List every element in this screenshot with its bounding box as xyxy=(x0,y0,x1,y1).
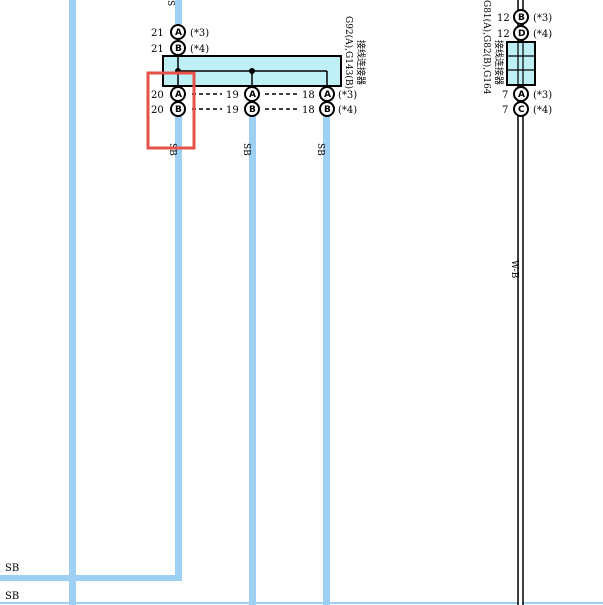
wire-wb-fill xyxy=(519,0,522,605)
pin-letter-12d: D xyxy=(518,29,525,39)
wire-label-sb-1: SB xyxy=(167,143,177,156)
wire-label-sb-3: SB xyxy=(315,143,325,156)
pin-num-18a: 18 xyxy=(302,90,315,101)
wire-pin19 xyxy=(249,116,256,605)
pin-num-7a: 7 xyxy=(502,90,508,101)
wire-top-cut-label: S xyxy=(165,0,175,6)
wire-label-bottom-1: SB xyxy=(5,563,19,574)
connector-g81-body xyxy=(506,41,536,86)
pin-letter-19a: A xyxy=(249,90,256,100)
pin-letter-7c: C xyxy=(518,105,525,115)
connector-g92-label-1: G92(A),G143(B) xyxy=(343,16,354,89)
pin-note-21a: (*3) xyxy=(190,28,209,39)
pin-note-row-a: (*3) xyxy=(338,90,357,101)
wire-bottom-horizontal xyxy=(0,575,182,581)
pin-circle-12d xyxy=(513,25,529,41)
pin-letter-18b: B xyxy=(324,105,331,115)
pin-circle-7c xyxy=(513,101,529,117)
wire-pin20 xyxy=(175,116,182,581)
pin-circle-12b xyxy=(513,9,529,25)
pin-letter-21a: A xyxy=(175,28,182,38)
connector-g81-label-1: G81(A),G82(B),G164 xyxy=(481,0,492,95)
pin-letter-7a: A xyxy=(518,90,525,100)
wire-label-bottom-2: SB xyxy=(5,591,19,602)
pin-letter-20b: B xyxy=(175,105,182,115)
pin-note-row-b: (*4) xyxy=(338,105,357,116)
pin-letter-20a: A xyxy=(175,90,182,100)
pin-circle-21a xyxy=(170,24,186,40)
pin-num-21b: 21 xyxy=(151,44,164,55)
wire-left-trunk xyxy=(69,0,76,605)
pin-letter-19b: B xyxy=(249,105,256,115)
pin-circle-21b xyxy=(170,40,186,56)
pin-num-19b: 19 xyxy=(226,105,239,116)
pin-num-12d: 12 xyxy=(497,29,510,40)
wire-label-wb: W-B xyxy=(509,260,519,279)
pin-note-7c: (*4) xyxy=(533,105,552,116)
wire-pin18 xyxy=(323,116,330,605)
wire-top-stub xyxy=(175,0,182,24)
pin-letter-21b: B xyxy=(175,44,182,54)
pin-letter-12b: B xyxy=(518,13,525,23)
pin-letter-18a: A xyxy=(324,90,331,100)
pin-note-21b: (*4) xyxy=(190,44,209,55)
connector-g92-label-2: 接线连接器 xyxy=(355,40,367,85)
pin-note-12d: (*4) xyxy=(533,29,552,40)
pin-num-7c: 7 xyxy=(502,105,508,116)
pin-note-12b: (*3) xyxy=(533,13,552,24)
pin-circle-18b xyxy=(319,101,335,117)
pin-num-18b: 18 xyxy=(302,105,315,116)
pin-circle-20b xyxy=(170,101,186,117)
pin-num-20b: 20 xyxy=(151,105,164,116)
wire-label-sb-2: SB xyxy=(241,143,251,156)
pin-num-19a: 19 xyxy=(226,90,239,101)
highlight-box xyxy=(146,71,196,150)
pin-num-20a: 20 xyxy=(151,90,164,101)
pin-num-12b: 12 xyxy=(497,13,510,24)
pin-num-21a: 21 xyxy=(151,28,164,39)
pin-circle-19b xyxy=(244,101,260,117)
connector-g81-label-2: 接线连接器 xyxy=(493,40,505,85)
pin-note-7a: (*3) xyxy=(533,90,552,101)
junction-dot-2 xyxy=(249,68,255,74)
